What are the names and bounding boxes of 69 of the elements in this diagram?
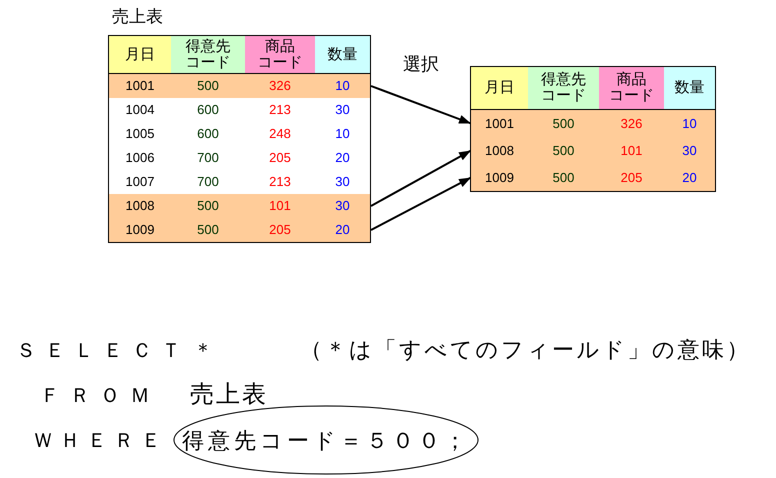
column-header: 数量 — [315, 36, 370, 73]
table-cell-text: 205 — [268, 221, 292, 240]
table-cell-text: 600 — [196, 125, 220, 144]
table-cell-text: 213 — [268, 173, 292, 192]
highlighted-row — [109, 74, 370, 98]
highlighted-row — [471, 164, 715, 191]
table-cell-text: 10 — [334, 125, 351, 144]
table-cell-text: 1005 — [124, 125, 156, 144]
table-cell-text: 700 — [196, 149, 220, 168]
column-header: 月日 — [109, 36, 171, 73]
sql-keyword: ＦＲＯＭ — [40, 386, 160, 406]
table-cell-text: 205 — [620, 168, 644, 187]
asterisk: ＊ — [193, 341, 213, 361]
arrow — [370, 150, 472, 207]
table-cell-text: 213 — [268, 101, 292, 120]
selection-label: 選択 — [403, 55, 439, 73]
table-cell-text: 101 — [268, 197, 292, 216]
table-cell-text: 500 — [552, 168, 576, 187]
header-row — [109, 36, 370, 74]
arrow — [370, 176, 472, 231]
table-cell-text: 205 — [268, 149, 292, 168]
column-header: 月日 — [471, 67, 528, 109]
highlight-ellipse — [173, 405, 479, 475]
highlighted-row — [109, 194, 370, 218]
highlighted-row — [471, 110, 715, 137]
sql-keyword: ＳＥＬＥＣＴ — [16, 341, 190, 361]
table-cell-text: 1006 — [124, 149, 156, 168]
arrow — [370, 85, 472, 124]
column-header: 商品コード — [245, 36, 315, 73]
table-cell-text: 30 — [334, 101, 351, 120]
note-text: （＊は「すべてのフィールド」の意味） — [300, 339, 751, 361]
table-cell-text: 1001 — [484, 114, 515, 133]
table-cell-text: 10 — [681, 114, 698, 133]
table-title: 売上表 — [112, 6, 163, 28]
table-cell-text: 500 — [552, 114, 576, 133]
table — [470, 66, 716, 192]
table-cell-text: 326 — [268, 77, 292, 96]
table-cell-text: 20 — [334, 221, 351, 240]
table-cell-text: 10 — [334, 77, 351, 96]
table-cell-text: 248 — [268, 125, 292, 144]
table-cell-text: 500 — [196, 221, 220, 240]
column-header: 数量 — [664, 67, 715, 109]
table-name: 売上表 — [190, 383, 268, 407]
table-cell-text: 500 — [196, 77, 220, 96]
table-cell-text: 1009 — [484, 168, 515, 187]
table-cell-text: 600 — [196, 101, 220, 120]
condition-text: 得意先コード＝５００； — [182, 426, 470, 454]
table-cell-text: 20 — [681, 168, 698, 187]
table-cell-text: 101 — [620, 142, 644, 160]
table-cell-text: 1007 — [124, 173, 156, 192]
table-cell-text: 20 — [334, 149, 351, 168]
table-cell-text: 1008 — [484, 142, 515, 160]
table-cell-text: 326 — [620, 114, 644, 133]
table-cell-text: 1008 — [124, 197, 156, 216]
sql-keyword: ＷＨＥＲＥ — [33, 431, 168, 451]
table-cell-text: 30 — [681, 142, 698, 160]
column-header: 得意先コード — [171, 36, 245, 73]
table-cell-text: 30 — [334, 173, 351, 192]
table-cell-text: 30 — [334, 197, 351, 216]
highlighted-row — [109, 218, 370, 242]
table-cell-text: 500 — [552, 142, 576, 160]
table-cell-text: 700 — [196, 173, 220, 192]
header-row — [471, 67, 715, 110]
table-cell-text: 1009 — [124, 221, 156, 240]
table-cell-text: 1004 — [124, 101, 156, 120]
table-cell-text: 500 — [196, 197, 220, 216]
table-cell-text: 1001 — [124, 77, 156, 96]
column-header: 得意先コード — [528, 67, 599, 109]
column-header: 商品コード — [599, 67, 664, 109]
